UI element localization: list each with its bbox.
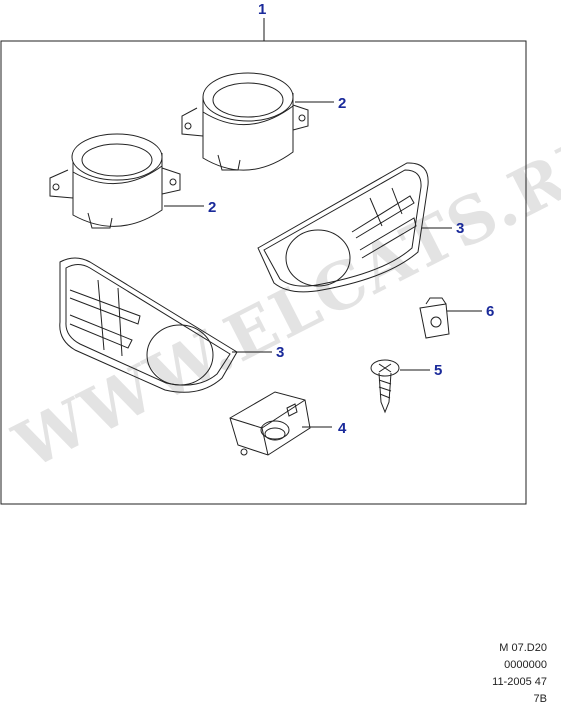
callout-ring-lower: 2 xyxy=(208,199,216,216)
grille-left xyxy=(59,257,238,393)
ring-lower xyxy=(49,133,181,229)
reference-line-4: 7B xyxy=(533,693,547,705)
reference-line-1: M 07.D20 xyxy=(499,642,547,654)
grille-right xyxy=(257,162,429,293)
callout-grille-right: 3 xyxy=(456,220,464,237)
reference-line-2: 0000000 xyxy=(504,659,547,671)
ring-upper xyxy=(181,72,309,171)
switch xyxy=(229,391,311,456)
callout-clip: 6 xyxy=(486,303,494,320)
callout-screw: 5 xyxy=(434,362,442,379)
clip xyxy=(419,297,450,339)
callout-switch: 4 xyxy=(338,420,347,437)
callout-kit: 1 xyxy=(258,1,266,18)
reference-line-3: 11-2005 47 xyxy=(492,676,547,688)
callout-ring-upper: 2 xyxy=(338,95,346,112)
screw xyxy=(370,359,400,414)
callout-grille-left: 3 xyxy=(276,344,284,361)
